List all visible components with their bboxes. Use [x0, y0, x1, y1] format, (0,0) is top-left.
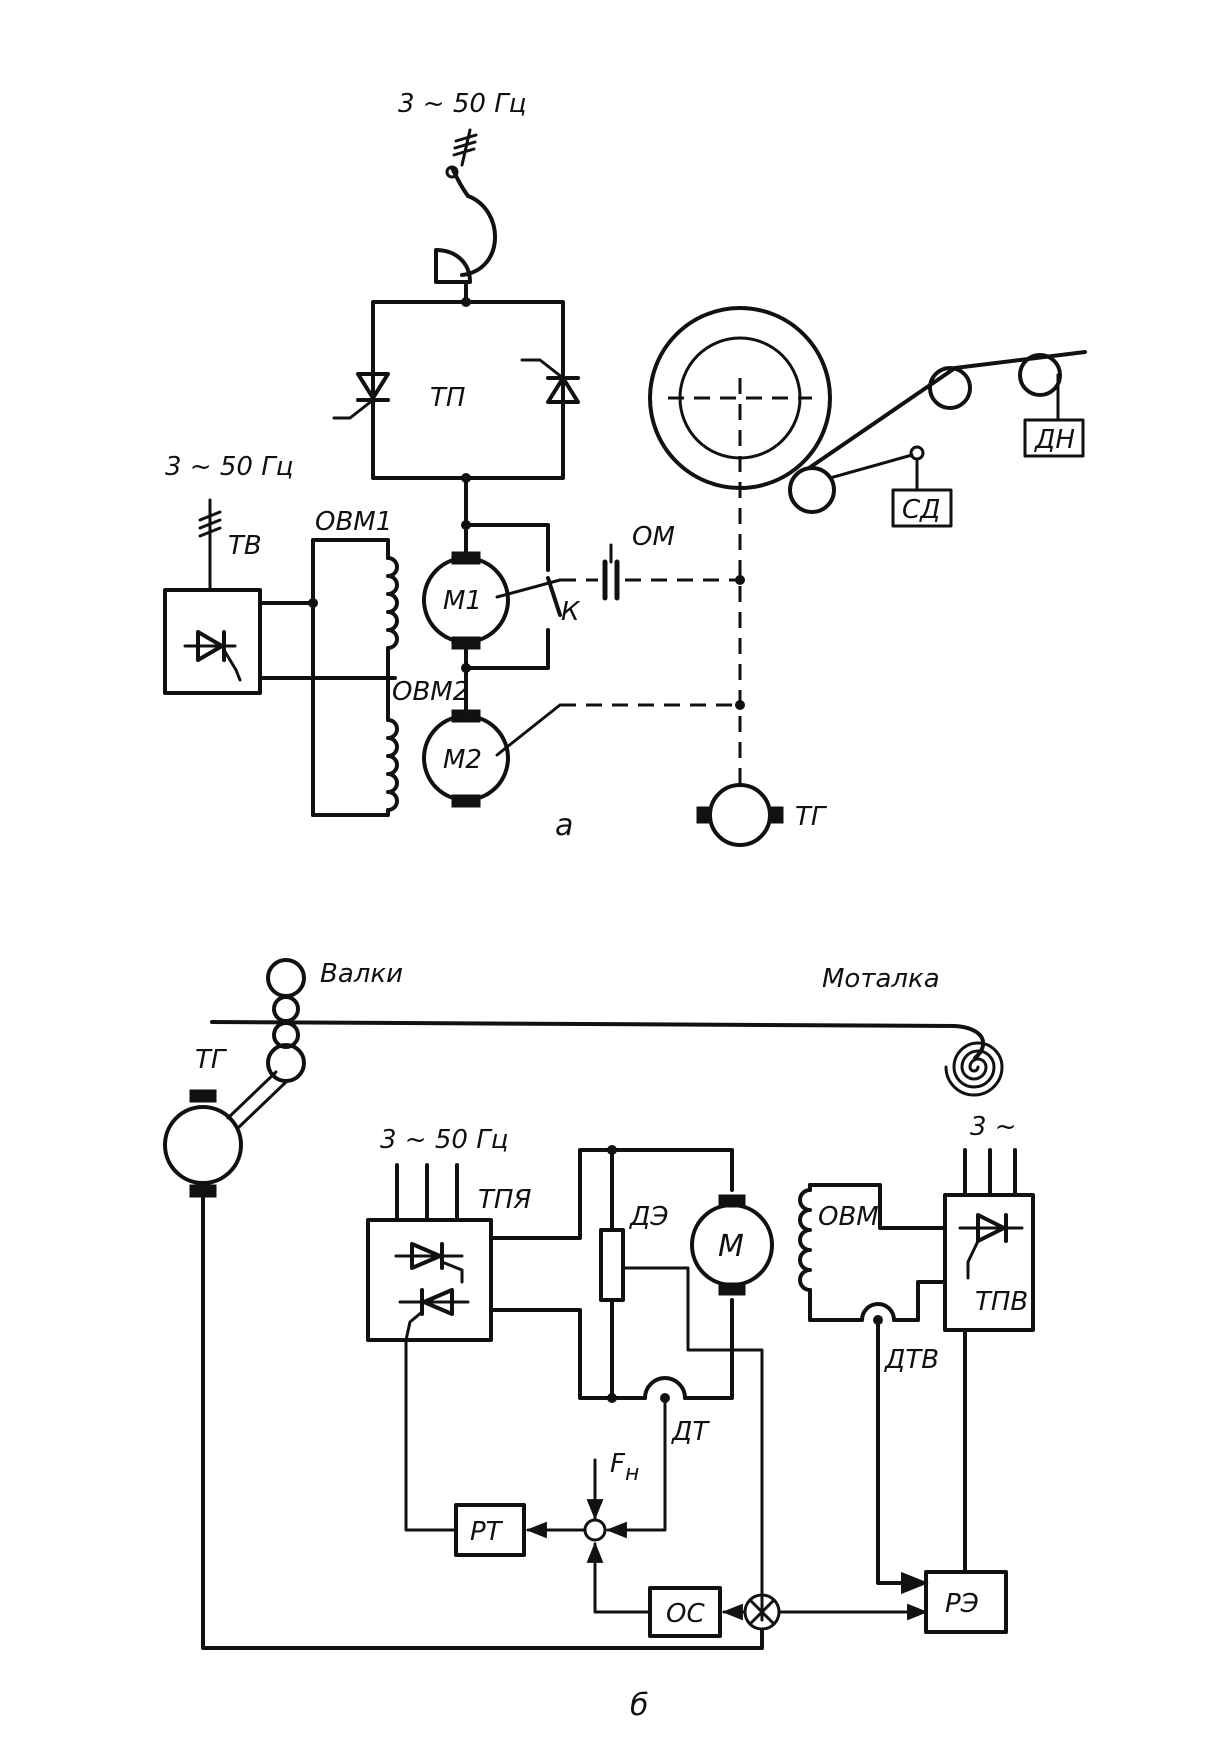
motor-m2-label: М2	[443, 745, 482, 775]
speed-sensor-sd: СД	[891, 488, 953, 528]
comparator-emf	[721, 1593, 929, 1631]
field-winding-ovm2: ОВМ2	[311, 676, 469, 817]
supply-top-symbol	[445, 128, 478, 198]
force-ref-subscript: н	[625, 1461, 639, 1486]
thyristor-right-icon	[520, 358, 580, 404]
field-winding-ovm: ОВМ	[798, 1183, 947, 1325]
coupling-om: ОМ	[602, 522, 675, 601]
exciter-label: ТВ	[228, 531, 262, 561]
diagram-b: Валки Моталка ТГ 3 ~ 50 Гц ТПЯ	[163, 958, 1035, 1723]
field-winding-ovm1: ОВМ1	[311, 507, 399, 817]
supply-armature-label: 3 ~ 50 Гц	[380, 1125, 508, 1155]
supply-field-label: 3 ~	[970, 1112, 1017, 1142]
transformer-a	[434, 194, 497, 284]
motor-m1: М1	[422, 523, 510, 650]
current-regulator-label: РТ	[470, 1517, 504, 1547]
speed-sensor-label: СД	[902, 495, 940, 525]
coiler-label: Моталка	[822, 964, 940, 994]
tension-sensor-dn: ДН	[1023, 418, 1085, 458]
tachogenerator-b-label: ТГ	[195, 1045, 228, 1075]
contactor-label: К	[561, 597, 581, 627]
supply-left-label: 3 ~ 50 Гц	[165, 452, 293, 482]
exciter-tv	[163, 588, 262, 695]
armature-converter-label: ТПЯ	[478, 1185, 532, 1215]
thyristor-reverse-icon	[398, 1288, 470, 1342]
converter-tp-label: ТП	[430, 383, 465, 413]
converter-tp: ТП	[332, 300, 580, 480]
emf-sensor-de: ДЭ	[599, 1202, 764, 1622]
motor-m2: М2	[422, 709, 510, 808]
thyristor-left-icon	[332, 372, 390, 420]
coiler-drum-a	[648, 306, 832, 490]
current-regulator-rt: РТ	[454, 1503, 526, 1557]
thyristor-field-icon	[958, 1213, 1024, 1280]
caption-a: а	[555, 808, 573, 843]
current-sensor-label: ДТ	[671, 1417, 710, 1447]
summing-junction-current	[525, 1458, 607, 1614]
coupling-label: ОМ	[632, 522, 675, 552]
tension-sensor-label: ДН	[1034, 425, 1075, 455]
tachogenerator-b	[163, 1070, 288, 1198]
emf-regulator-re: РЭ	[924, 1570, 1008, 1634]
motor-m1-label: М1	[443, 586, 482, 616]
field-winding-1-label: ОВМ1	[315, 507, 392, 537]
field-current-sensor-label: ДТВ	[884, 1345, 939, 1375]
field-winding-2-label: ОВМ2	[392, 677, 469, 707]
tachogenerator-a-label: ТГ	[795, 802, 828, 832]
armature-converter-tpya	[366, 1218, 493, 1342]
motor-m: М	[690, 1194, 774, 1296]
thyristor-exciter-icon	[183, 630, 242, 682]
coil-spiral-icon	[944, 1041, 1004, 1097]
emf-regulator-label: РЭ	[945, 1589, 979, 1619]
caption-b: б	[630, 1688, 649, 1723]
tension-roller	[788, 353, 1062, 514]
field-converter-label: ТПВ	[975, 1287, 1028, 1317]
force-ref-label: Fн	[610, 1449, 639, 1486]
supply-top-label: 3 ~ 50 Гц	[398, 89, 526, 119]
force-ref-symbol: F	[610, 1449, 626, 1479]
thyristor-forward-icon	[394, 1242, 464, 1284]
emf-sensor-label: ДЭ	[629, 1202, 668, 1232]
rolls-label: Валки	[320, 959, 403, 989]
field-converter-tpv: ТПВ	[943, 1193, 1035, 1332]
supply-left-symbol	[198, 498, 222, 592]
tachogenerator-a: ТГ	[696, 783, 828, 847]
feedback-block-label: ОС	[666, 1599, 705, 1629]
diagram-a: 3 ~ 50 Гц	[163, 89, 1087, 847]
field-winding-label: ОВМ	[818, 1202, 879, 1232]
feedback-block-os: ОС	[648, 1586, 722, 1638]
motor-label: М	[718, 1229, 744, 1264]
